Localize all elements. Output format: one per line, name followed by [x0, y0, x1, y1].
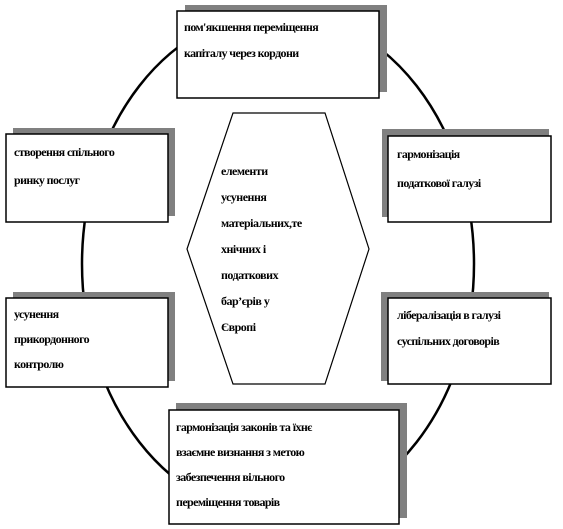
box-top-frame [176, 10, 380, 99]
center-hexagon [186, 112, 370, 385]
center-line: усунення [221, 190, 267, 204]
box-bottom-label: гармонізація законів та їхнє взаємне виз… [176, 415, 312, 515]
box-upper-left-frame [5, 133, 169, 223]
box-lower-left-line: контролю [14, 357, 64, 371]
center-label: елементи усунення матеріальних,те хнічни… [221, 158, 333, 340]
box-lower-right-line: суспільних договорів [397, 334, 500, 348]
box-lower-left-label: усунення прикордонного контролю [14, 302, 90, 377]
box-upper-right-frame [387, 135, 552, 223]
box-upper-left [5, 128, 175, 223]
box-lower-right-frame [387, 297, 552, 385]
box-top-line: пом'якшення переміщення [184, 20, 319, 34]
box-bottom-line: взаємне визнання з метою [176, 445, 305, 459]
box-bottom-line: забезпечення вільного [176, 470, 285, 484]
box-top-label: пом'якшення переміщення капіталу через к… [184, 14, 319, 66]
box-upper-left-line: ринку послуг [14, 173, 80, 187]
box-lower-left-frame [5, 297, 169, 388]
box-lower-right-line: лібералізація в галузі [397, 308, 501, 322]
box-upper-right [382, 129, 552, 223]
box-upper-right-line: гармонізація [397, 147, 460, 161]
center-line: матеріальних,те [221, 216, 302, 230]
box-upper-left-label: створення спільного ринку послуг [14, 138, 115, 194]
box-lower-left-line: усунення [14, 307, 59, 321]
box-bottom-frame [168, 409, 400, 525]
box-lower-right [381, 292, 552, 385]
box-upper-right-line: податкової галузі [397, 176, 481, 190]
box-lower-right-label: лібералізація в галузі суспільних догово… [397, 302, 501, 354]
center-line: податкових [221, 268, 279, 282]
center-line: хнічних і [221, 242, 266, 256]
box-lower-left-line: прикордонного [14, 332, 90, 346]
box-lower-left [5, 292, 175, 388]
box-upper-right-label: гармонізація податкової галузі [397, 140, 481, 198]
box-bottom-line: переміщення товарів [176, 495, 280, 509]
box-upper-left-line: створення спільного [14, 145, 115, 159]
box-bottom [168, 403, 407, 525]
center-line: бар’єрів у [221, 294, 270, 308]
box-bottom-line: гармонізація законів та їхнє [176, 420, 312, 434]
box-top-line: капіталу через кордони [184, 46, 299, 60]
center-line: Європі [221, 320, 256, 334]
center-line: елементи [221, 164, 268, 178]
box-top [176, 5, 387, 99]
